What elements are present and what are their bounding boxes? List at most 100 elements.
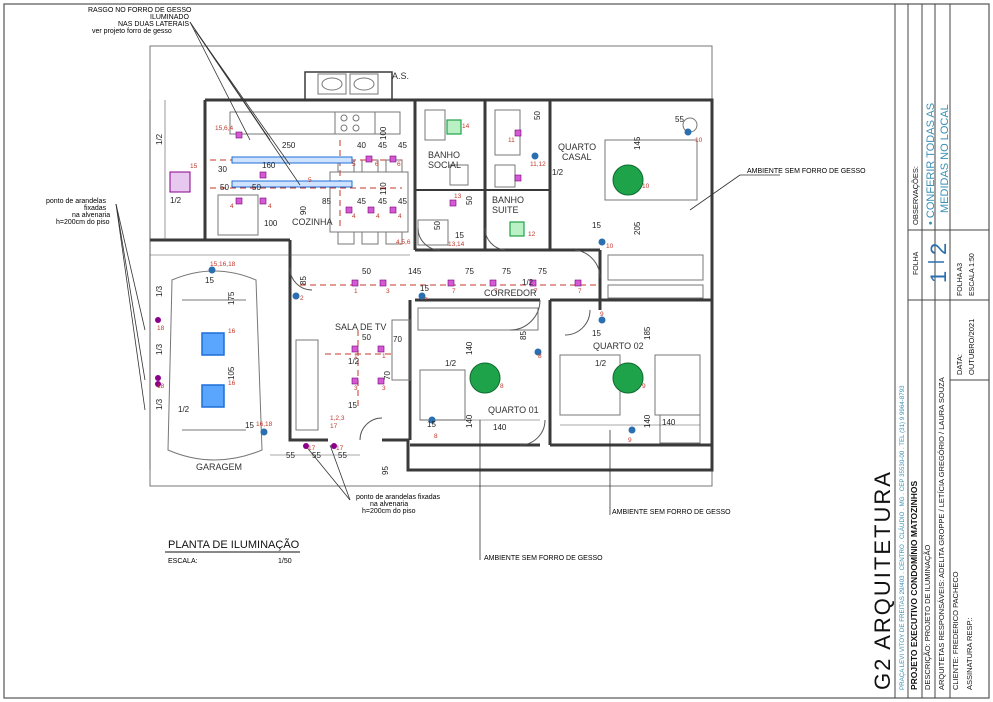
dim-label: 55 bbox=[338, 451, 347, 460]
room-quarto01: QUARTO 01 bbox=[488, 405, 539, 415]
plan-title: PLANTA DE ILUMINAÇÃO bbox=[168, 538, 300, 551]
circuit-label: 4 bbox=[230, 203, 234, 210]
sheet-size: FOLHA A3 bbox=[957, 263, 964, 296]
dim-label-vertical: 175 bbox=[227, 291, 236, 305]
linear-led-bars bbox=[231, 156, 353, 188]
circuit-label: 1 bbox=[354, 288, 358, 295]
circuit-label: 3 bbox=[386, 288, 390, 295]
sheet-total: 2 bbox=[926, 243, 951, 255]
date-label: DATA: bbox=[955, 354, 964, 375]
circuit-label: 13 bbox=[454, 193, 462, 200]
circuit-label: 15,6,4 bbox=[215, 125, 233, 132]
circuit-label: 16,18 bbox=[256, 421, 273, 428]
circuit-label: 13,14 bbox=[448, 241, 465, 248]
garage-light-2 bbox=[201, 384, 225, 408]
circuit-label: 11,12 bbox=[530, 161, 546, 168]
arandela-left-2: fixadas bbox=[84, 205, 107, 212]
circuit-label: 8 bbox=[434, 433, 438, 440]
dim-label: 45 bbox=[378, 197, 387, 206]
circuit-label: 4 bbox=[398, 213, 402, 220]
rasgo-note-3: NAS DUAS LATERAIS bbox=[118, 21, 189, 28]
dim-label: 55 bbox=[312, 451, 321, 460]
circuit-label: 17 bbox=[330, 423, 338, 430]
dim-label: 40 bbox=[357, 141, 366, 150]
green-ceiling-lamps bbox=[469, 164, 644, 394]
circuit-label: 9 bbox=[642, 383, 646, 390]
circuit-label: 3 bbox=[354, 385, 358, 392]
circuit-label: 4 bbox=[268, 203, 272, 210]
dim-label-vertical: 100 bbox=[379, 126, 388, 140]
circuit-label: 7 bbox=[452, 288, 456, 295]
address: PRAÇA LEVI VITOY DE FREITAS 29/403 . CEN… bbox=[899, 385, 906, 690]
dim-label: 15 bbox=[427, 420, 436, 429]
circuit-label: 5 bbox=[308, 177, 312, 184]
dim-label: 1/2 bbox=[170, 196, 182, 205]
circuit-label: 16 bbox=[228, 328, 236, 335]
sem-forro-note-1: AMBIENTE SEM FORRO DE GESSO bbox=[747, 168, 866, 175]
circuit-label: 3 bbox=[382, 385, 386, 392]
circuit-label: 6 bbox=[397, 161, 401, 168]
dim-label-vertical: 140 bbox=[465, 341, 474, 355]
dim-label: 1/2 bbox=[552, 168, 564, 177]
dim-label: 15 bbox=[205, 276, 214, 285]
circuit-label: 7 bbox=[578, 288, 582, 295]
dim-label: 45 bbox=[398, 197, 407, 206]
dim-label: 55 bbox=[286, 451, 295, 460]
dim-label-vertical: 145 bbox=[633, 136, 642, 150]
dim-label: 50 bbox=[252, 183, 261, 192]
furniture bbox=[167, 73, 704, 461]
dim-label: 1/2 bbox=[348, 357, 360, 366]
dim-label: 140 bbox=[493, 423, 507, 432]
sheet-label: FOLHA bbox=[913, 251, 920, 275]
garage-lights bbox=[201, 332, 225, 408]
dim-label-vertical: 1/3 bbox=[155, 398, 164, 410]
dim-label: 1/2 bbox=[445, 359, 457, 368]
circuit-label: 5 bbox=[352, 161, 356, 168]
circuit-label: 16 bbox=[228, 380, 236, 387]
dim-label: 50 bbox=[220, 183, 229, 192]
bath-lights bbox=[446, 119, 525, 237]
client: CLIENTE: FREDERICO PACHECO bbox=[951, 571, 960, 690]
dim-label: 15 bbox=[420, 284, 429, 293]
dim-label: 100 bbox=[264, 219, 278, 228]
dim-label: 15 bbox=[245, 421, 254, 430]
dim-label-vertical: 1/3 bbox=[155, 343, 164, 355]
circuit-label: 15,16,18 bbox=[210, 261, 236, 268]
circuit-label: 4 bbox=[352, 213, 356, 220]
circuit-label: 10 bbox=[606, 243, 614, 250]
dim-label-vertical: 1/2 bbox=[155, 133, 164, 145]
circuit-label: 7 bbox=[494, 288, 498, 295]
circuit-label: 12 bbox=[528, 231, 536, 238]
room-banho-suite-2: SUITE bbox=[492, 205, 519, 215]
dim-label-vertical: 205 bbox=[633, 221, 642, 235]
dim-label-vertical: 85 bbox=[299, 276, 308, 285]
arandela-bottom-1: ponto de arandelas fixadas bbox=[356, 494, 441, 501]
dim-label: 15 bbox=[348, 401, 357, 410]
dim-label-vertical: 70 bbox=[383, 371, 392, 380]
dim-label-vertical: 85 bbox=[519, 331, 528, 340]
circuit-label: 4,5,6 bbox=[396, 239, 411, 246]
dim-label-vertical: 95 bbox=[381, 466, 390, 475]
dim-label: 45 bbox=[378, 141, 387, 150]
dim-label: 45 bbox=[398, 141, 407, 150]
scale-value: 1/50 bbox=[278, 558, 292, 565]
arandela-left-4: h=200cm do piso bbox=[56, 219, 110, 226]
room-banho-suite-1: BANHO bbox=[492, 195, 524, 205]
circuit-label: 2 bbox=[300, 295, 304, 302]
obs-text-1: • CONFERIR TODAS AS bbox=[925, 103, 937, 225]
dimension-lines bbox=[149, 100, 700, 470]
dim-label: 15 bbox=[592, 329, 601, 338]
dim-label: 1/2 bbox=[178, 405, 190, 414]
circuit-label: 9 bbox=[600, 311, 604, 318]
dim-label-vertical: 140 bbox=[643, 414, 652, 428]
circuit-label: 18 bbox=[157, 383, 165, 390]
room-banho-social-1: BANHO bbox=[428, 150, 460, 160]
room-quarto02: QUARTO 02 bbox=[593, 341, 644, 351]
obs-text-2: MEDIDAS NO LOCAL bbox=[939, 104, 951, 213]
project-name: PROJETO EXECUTIVO CONDOMÍNIO MATOZINHOS bbox=[909, 480, 919, 690]
dim-label-vertical: 50 bbox=[433, 221, 442, 230]
title-block bbox=[894, 4, 989, 698]
arandela-bottom-2: na alvenaria bbox=[370, 501, 408, 508]
circuit-label: 8 bbox=[538, 353, 542, 360]
